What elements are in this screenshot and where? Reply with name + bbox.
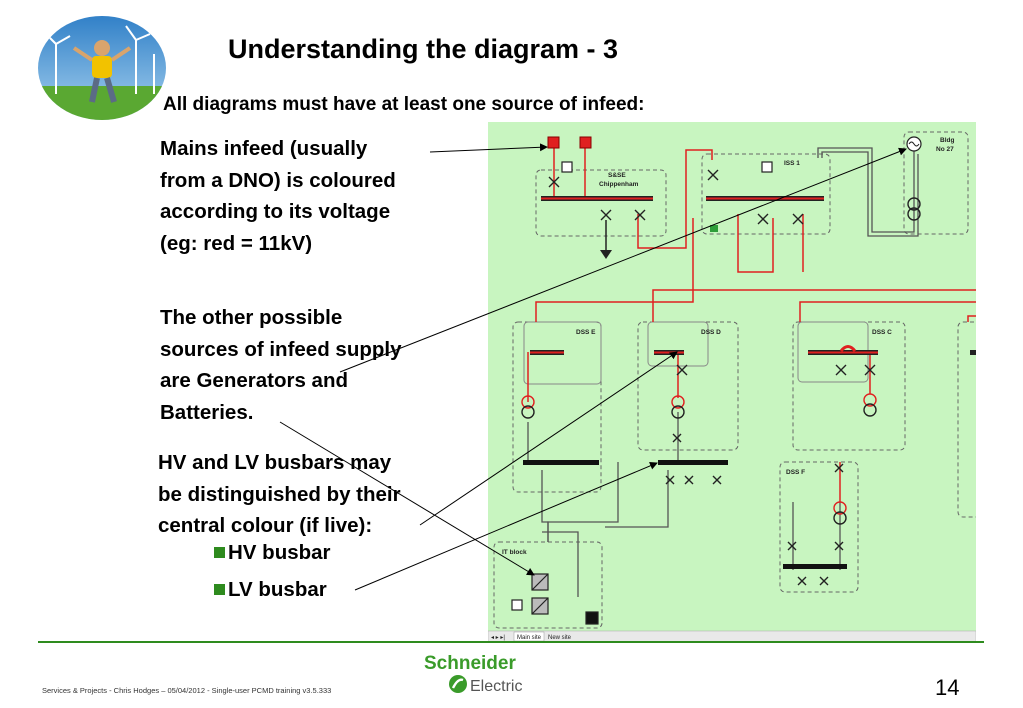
slide-title: Understanding the diagram - 3 <box>228 34 619 64</box>
dssc-label: DSS C <box>872 329 892 336</box>
itblock-label: IT block <box>502 549 527 556</box>
mains-infeed-text: Mains infeed (usually from a DNO) is col… <box>160 133 396 259</box>
brand-line2: Electric <box>470 678 522 695</box>
bullet-square-icon <box>214 547 225 558</box>
slide-subtitle: All diagrams must have at least one sour… <box>163 94 645 115</box>
text-line: HV and LV busbars may <box>158 451 392 474</box>
text-line: Mains infeed (usually <box>160 137 368 160</box>
mains-infeed-square <box>547 136 560 149</box>
sse-label-1: S&SE <box>608 172 626 179</box>
sse-label-2: Chippenham <box>599 181 639 188</box>
bldg-label-2: No 27 <box>936 146 954 153</box>
bullet-lv-busbar: LV busbar <box>214 578 327 602</box>
footer-text: Services & Projects - Chris Hodges – 05/… <box>42 686 332 695</box>
dsse-label: DSS E <box>576 329 596 336</box>
mains-infeed-square <box>579 136 592 149</box>
text-line: The other possible <box>160 306 343 329</box>
text-line: (eg: red = 11kV) <box>160 231 313 255</box>
dssf-box <box>779 461 859 593</box>
generator-icon <box>906 136 922 152</box>
page-number: 14 <box>935 675 960 700</box>
bullet-label: LV busbar <box>228 578 327 601</box>
tab-main-site[interactable]: Main site <box>517 635 542 641</box>
dssd-label: DSS D <box>701 329 721 336</box>
text-line: be distinguished by their <box>158 482 401 506</box>
header-photo <box>36 14 168 127</box>
text-line: from a DNO) is coloured <box>160 168 396 192</box>
busbar-text: HV and LV busbars may be distinguished b… <box>158 447 401 542</box>
bullet-label: HV busbar <box>228 541 331 564</box>
svg-text:◂ ▸ ▸|: ◂ ▸ ▸| <box>491 635 505 641</box>
brand-line1: Schneider <box>424 653 516 674</box>
footer-divider <box>38 641 984 643</box>
text-line: according to its voltage <box>160 200 391 223</box>
iss1-label: ISS 1 <box>784 160 800 167</box>
other-sources-text: The other possible sources of infeed sup… <box>160 302 402 428</box>
bldg-label-1: Bldg <box>940 137 954 144</box>
schneider-electric-logo: Schneider Electric <box>424 652 544 705</box>
network-diagram: S&SE Chippenham ISS 1 Bldg No 27 DSS E D… <box>487 122 989 647</box>
dssf-label: DSS F <box>786 469 805 476</box>
text-line: Batteries. <box>160 400 254 424</box>
text-line: sources of infeed supply <box>160 337 402 361</box>
text-line: are Generators and <box>160 369 348 392</box>
text-line: central colour (if live): <box>158 514 373 537</box>
tab-new-site[interactable]: New site <box>548 635 572 641</box>
bullet-hv-busbar: HV busbar <box>214 541 331 565</box>
bullet-square-icon <box>214 584 225 595</box>
battery-icon <box>585 611 599 625</box>
